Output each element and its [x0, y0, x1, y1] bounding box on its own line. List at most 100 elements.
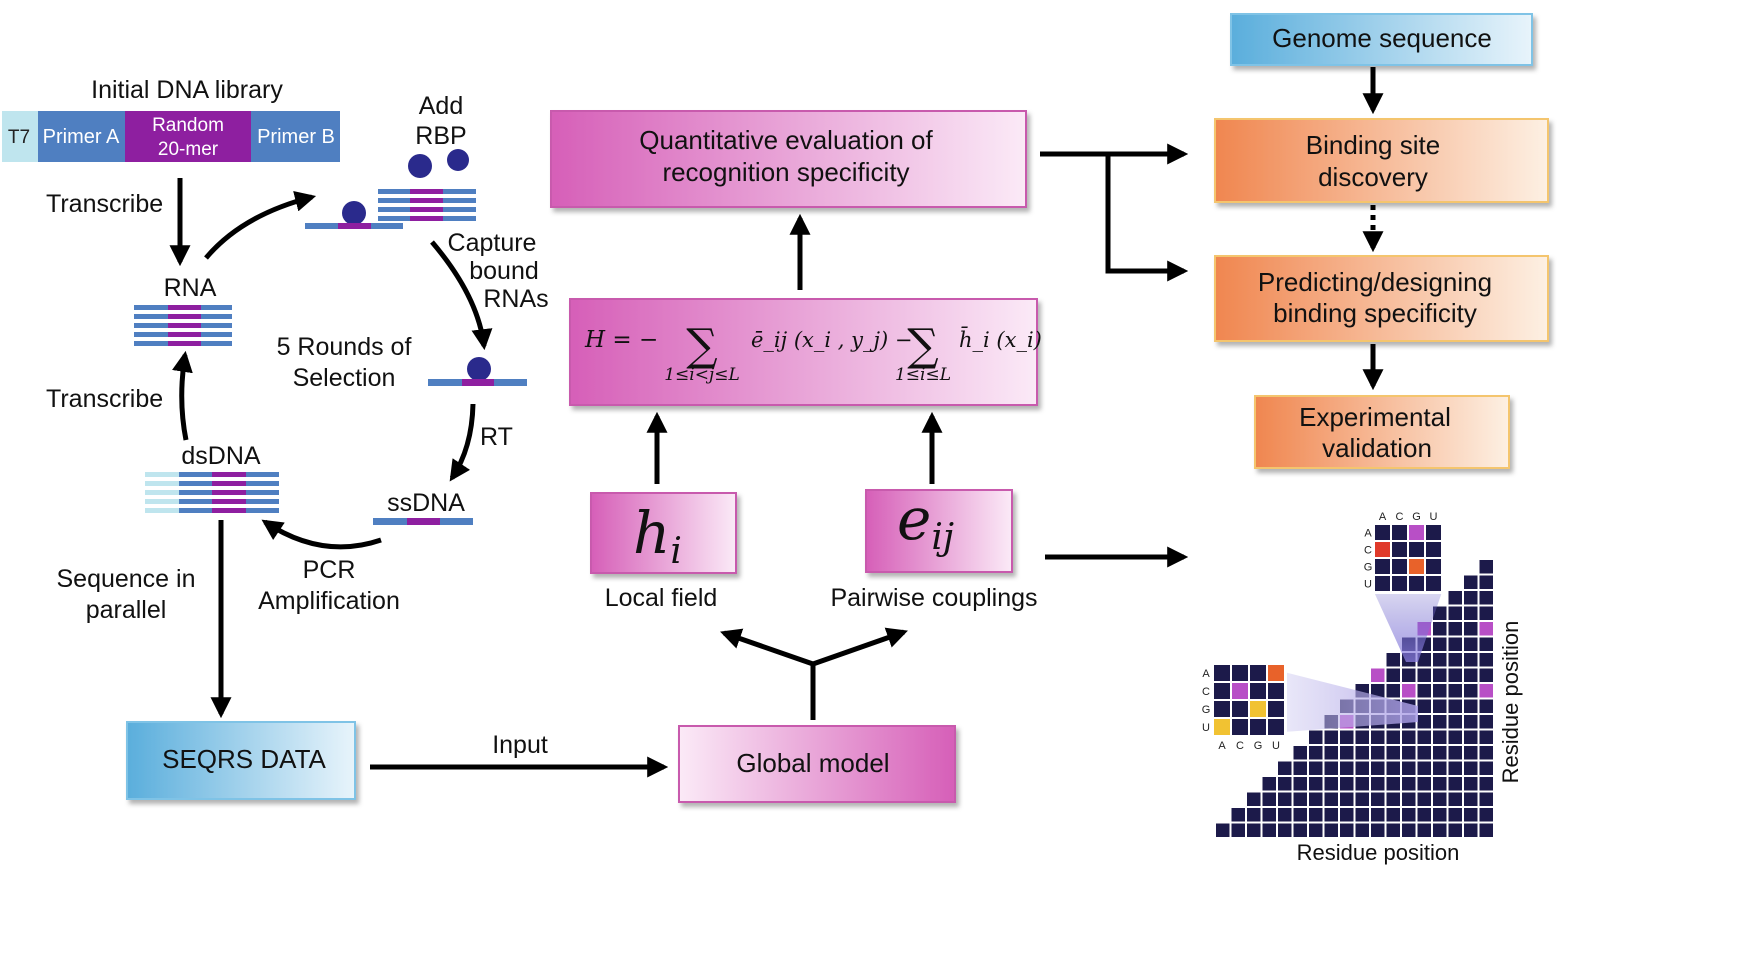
grid-cell — [1293, 808, 1307, 822]
grid-cell — [1402, 761, 1416, 775]
grid-cell — [1464, 808, 1478, 822]
grid-cell — [1464, 823, 1478, 837]
inset-cell — [1268, 719, 1284, 735]
binding-site-box — [1214, 118, 1549, 203]
heatmap-xlabel: Residue position — [1297, 840, 1460, 865]
arrow-to-couplings — [812, 627, 908, 667]
grid-cell — [1402, 777, 1416, 791]
inset-row-label: G — [1202, 704, 1211, 716]
inset-cell — [1232, 701, 1248, 717]
predicting-label-1: Predicting/designing — [1258, 267, 1492, 297]
grid-cell — [1417, 777, 1431, 791]
grid-cell — [1448, 591, 1462, 605]
genome-sequence-box — [1230, 13, 1533, 66]
grid-cell — [1293, 777, 1307, 791]
grid-cell — [1340, 746, 1354, 760]
inset-cell — [1214, 683, 1230, 699]
grid-cell — [1448, 668, 1462, 682]
grid-cell — [1433, 699, 1447, 713]
inset-cell — [1232, 665, 1248, 681]
grid-cell — [1479, 606, 1493, 620]
inset-cell — [1250, 719, 1266, 735]
inset-cell — [1375, 559, 1390, 574]
grid-cell — [1448, 699, 1462, 713]
capture-label-2: bound — [469, 257, 539, 285]
grid-cell — [1371, 777, 1385, 791]
grid-cell — [1433, 730, 1447, 744]
grid-cell — [1417, 746, 1431, 760]
grid-cell — [1371, 668, 1385, 682]
arrow-dsdna-to-rna — [172, 350, 193, 441]
grid-cell — [1355, 730, 1369, 744]
inset-cell — [1250, 683, 1266, 699]
inset-cell — [1268, 665, 1284, 681]
grid-cell — [1448, 777, 1462, 791]
inset-col-label: U — [1430, 511, 1438, 523]
grid-cell — [1464, 684, 1478, 698]
grid-cell — [1386, 730, 1400, 744]
captured-rbp-ball — [467, 357, 491, 381]
grid-cell — [1371, 823, 1385, 837]
pcr-label-2: Amplification — [258, 587, 400, 615]
arrow-rna-to-rbp — [204, 191, 317, 260]
grid-cell — [1417, 761, 1431, 775]
grid-cell — [1402, 684, 1416, 698]
inset-col-label: A — [1379, 511, 1387, 523]
grid-cell — [1433, 684, 1447, 698]
grid-cell — [1464, 591, 1478, 605]
inset-cell — [1375, 525, 1390, 540]
grid-cell — [1448, 730, 1462, 744]
inset-col-label: G — [1254, 740, 1263, 752]
sequence-label-2: parallel — [86, 596, 167, 624]
grid-cell — [1402, 730, 1416, 744]
rt-label: RT — [480, 423, 513, 451]
rounds-label-1: 5 Rounds of — [277, 333, 412, 361]
grid-cell — [1340, 823, 1354, 837]
grid-cell — [1464, 699, 1478, 713]
grid-cell — [1386, 808, 1400, 822]
grid-cell — [1402, 668, 1416, 682]
grid-cell — [1448, 637, 1462, 651]
rounds-label-2: Selection — [293, 364, 396, 392]
seqrs-data-box — [126, 721, 356, 800]
grid-cell — [1386, 792, 1400, 806]
grid-cell — [1355, 746, 1369, 760]
grid-cell — [1340, 730, 1354, 744]
grid-cell — [1464, 653, 1478, 667]
grid-cell — [1278, 777, 1292, 791]
t7-label: T7 — [8, 127, 30, 148]
inset-cell — [1268, 683, 1284, 699]
grid-cell — [1371, 792, 1385, 806]
inset-col-label: A — [1218, 740, 1226, 752]
grid-cell — [1448, 808, 1462, 822]
grid-cell — [1448, 653, 1462, 667]
global-model-label: Global model — [736, 748, 889, 778]
grid-cell — [1309, 808, 1323, 822]
grid-cell — [1479, 746, 1493, 760]
grid-cell — [1464, 622, 1478, 636]
grid-cell — [1464, 606, 1478, 620]
grid-cell — [1479, 560, 1493, 574]
inset-row-label: C — [1202, 686, 1210, 698]
grid-cell — [1293, 761, 1307, 775]
hamiltonian-lhs: H = − — [584, 327, 658, 353]
grid-cell — [1417, 653, 1431, 667]
grid-cell — [1448, 761, 1462, 775]
inset-col-label: G — [1412, 511, 1421, 523]
grid-cell — [1324, 777, 1338, 791]
transcribe-top-label: Transcribe — [46, 190, 163, 218]
inset-cell — [1214, 665, 1230, 681]
add-rbp-label-2: RBP — [415, 122, 466, 150]
pairwise-label: Pairwise couplings — [830, 584, 1037, 612]
rna-label: RNA — [164, 274, 217, 302]
inset-row-label: C — [1364, 545, 1372, 557]
grid-cell — [1371, 808, 1385, 822]
primer-a-segment — [38, 111, 125, 162]
grid-cell — [1433, 622, 1447, 636]
random-segment — [125, 111, 251, 162]
inset-col-label: U — [1272, 740, 1280, 752]
rbp-rna-strands — [305, 189, 476, 229]
grid-cell — [1340, 761, 1354, 775]
